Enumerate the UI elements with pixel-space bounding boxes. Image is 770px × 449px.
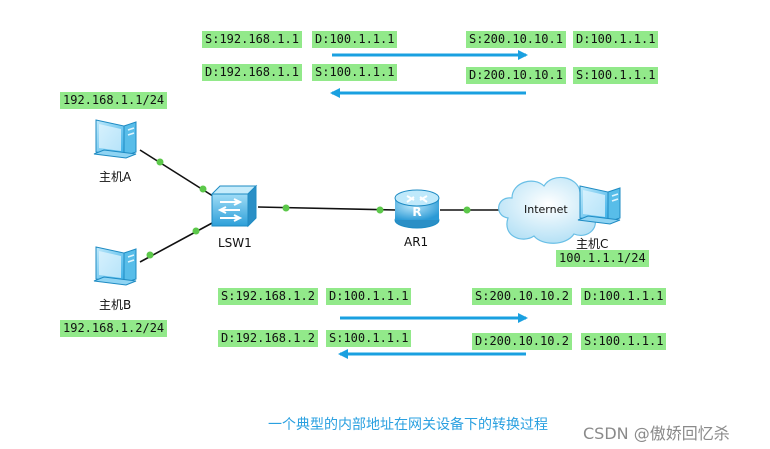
bottom-packet-dst-out: D:100.1.1.1 <box>326 288 412 305</box>
bottom-packet-src-return: S:100.1.1.1 <box>326 330 412 347</box>
host-a-ip: 192.168.1.1/24 <box>60 92 168 109</box>
router-name: AR1 <box>404 235 429 249</box>
switch-name: LSW1 <box>218 236 252 250</box>
link-dot <box>199 185 207 193</box>
host-b-pc-icon <box>93 246 137 286</box>
top-packet-dst-return-nat: D:200.10.10.1 <box>466 67 566 84</box>
csdn-watermark: CSDN @傲娇回忆杀 <box>583 424 730 443</box>
bottom-packet-dst-return-nat: D:200.10.10.2 <box>472 333 572 350</box>
host-a-pc-icon <box>93 119 137 159</box>
bottom-packet-dst-return: D:192.168.1.2 <box>218 330 318 347</box>
svg-text:R: R <box>412 205 421 219</box>
top-packet-src-out: S:192.168.1.1 <box>202 31 302 48</box>
host-a-name: 主机A <box>99 170 132 184</box>
top-packet-dst-out: D:100.1.1.1 <box>312 31 398 48</box>
link-dot <box>146 251 154 259</box>
bottom-packet-src-return-nat: S:100.1.1.1 <box>581 333 667 350</box>
link-dot <box>156 158 164 166</box>
host-b-name: 主机B <box>99 298 132 312</box>
top-packet-src-return-nat: S:100.1.1.1 <box>573 67 659 84</box>
bottom-packet-src-out: S:192.168.1.2 <box>218 288 318 305</box>
switch-icon <box>210 184 258 228</box>
link-dot <box>192 227 200 235</box>
link-switch-router <box>257 206 397 211</box>
link-dots <box>146 158 471 259</box>
flow-arrows <box>330 50 528 359</box>
link-dot <box>463 206 471 214</box>
top-packet-src-nat: S:200.10.10.1 <box>466 31 566 48</box>
bottom-packet-src-nat: S:200.10.10.2 <box>472 288 572 305</box>
router-icon: R <box>394 189 440 229</box>
internet-label: Internet <box>524 203 568 216</box>
host-b-ip: 192.168.1.2/24 <box>60 320 168 337</box>
host-c-name: 主机C <box>576 237 609 251</box>
links <box>139 149 508 263</box>
top-packet-src-return: S:100.1.1.1 <box>312 64 398 81</box>
diagram-caption: 一个典型的内部地址在网关设备下的转换过程 <box>268 417 548 433</box>
top-packet-dst-return: D:192.168.1.1 <box>202 64 302 81</box>
top-packet-dst-nat: D:100.1.1.1 <box>573 31 659 48</box>
link-dot <box>282 204 290 212</box>
bottom-packet-dst-nat: D:100.1.1.1 <box>581 288 667 305</box>
link-dot <box>376 206 384 214</box>
host-c-ip: 100.1.1.1/24 <box>556 250 649 267</box>
host-c-pc-icon <box>577 185 621 225</box>
